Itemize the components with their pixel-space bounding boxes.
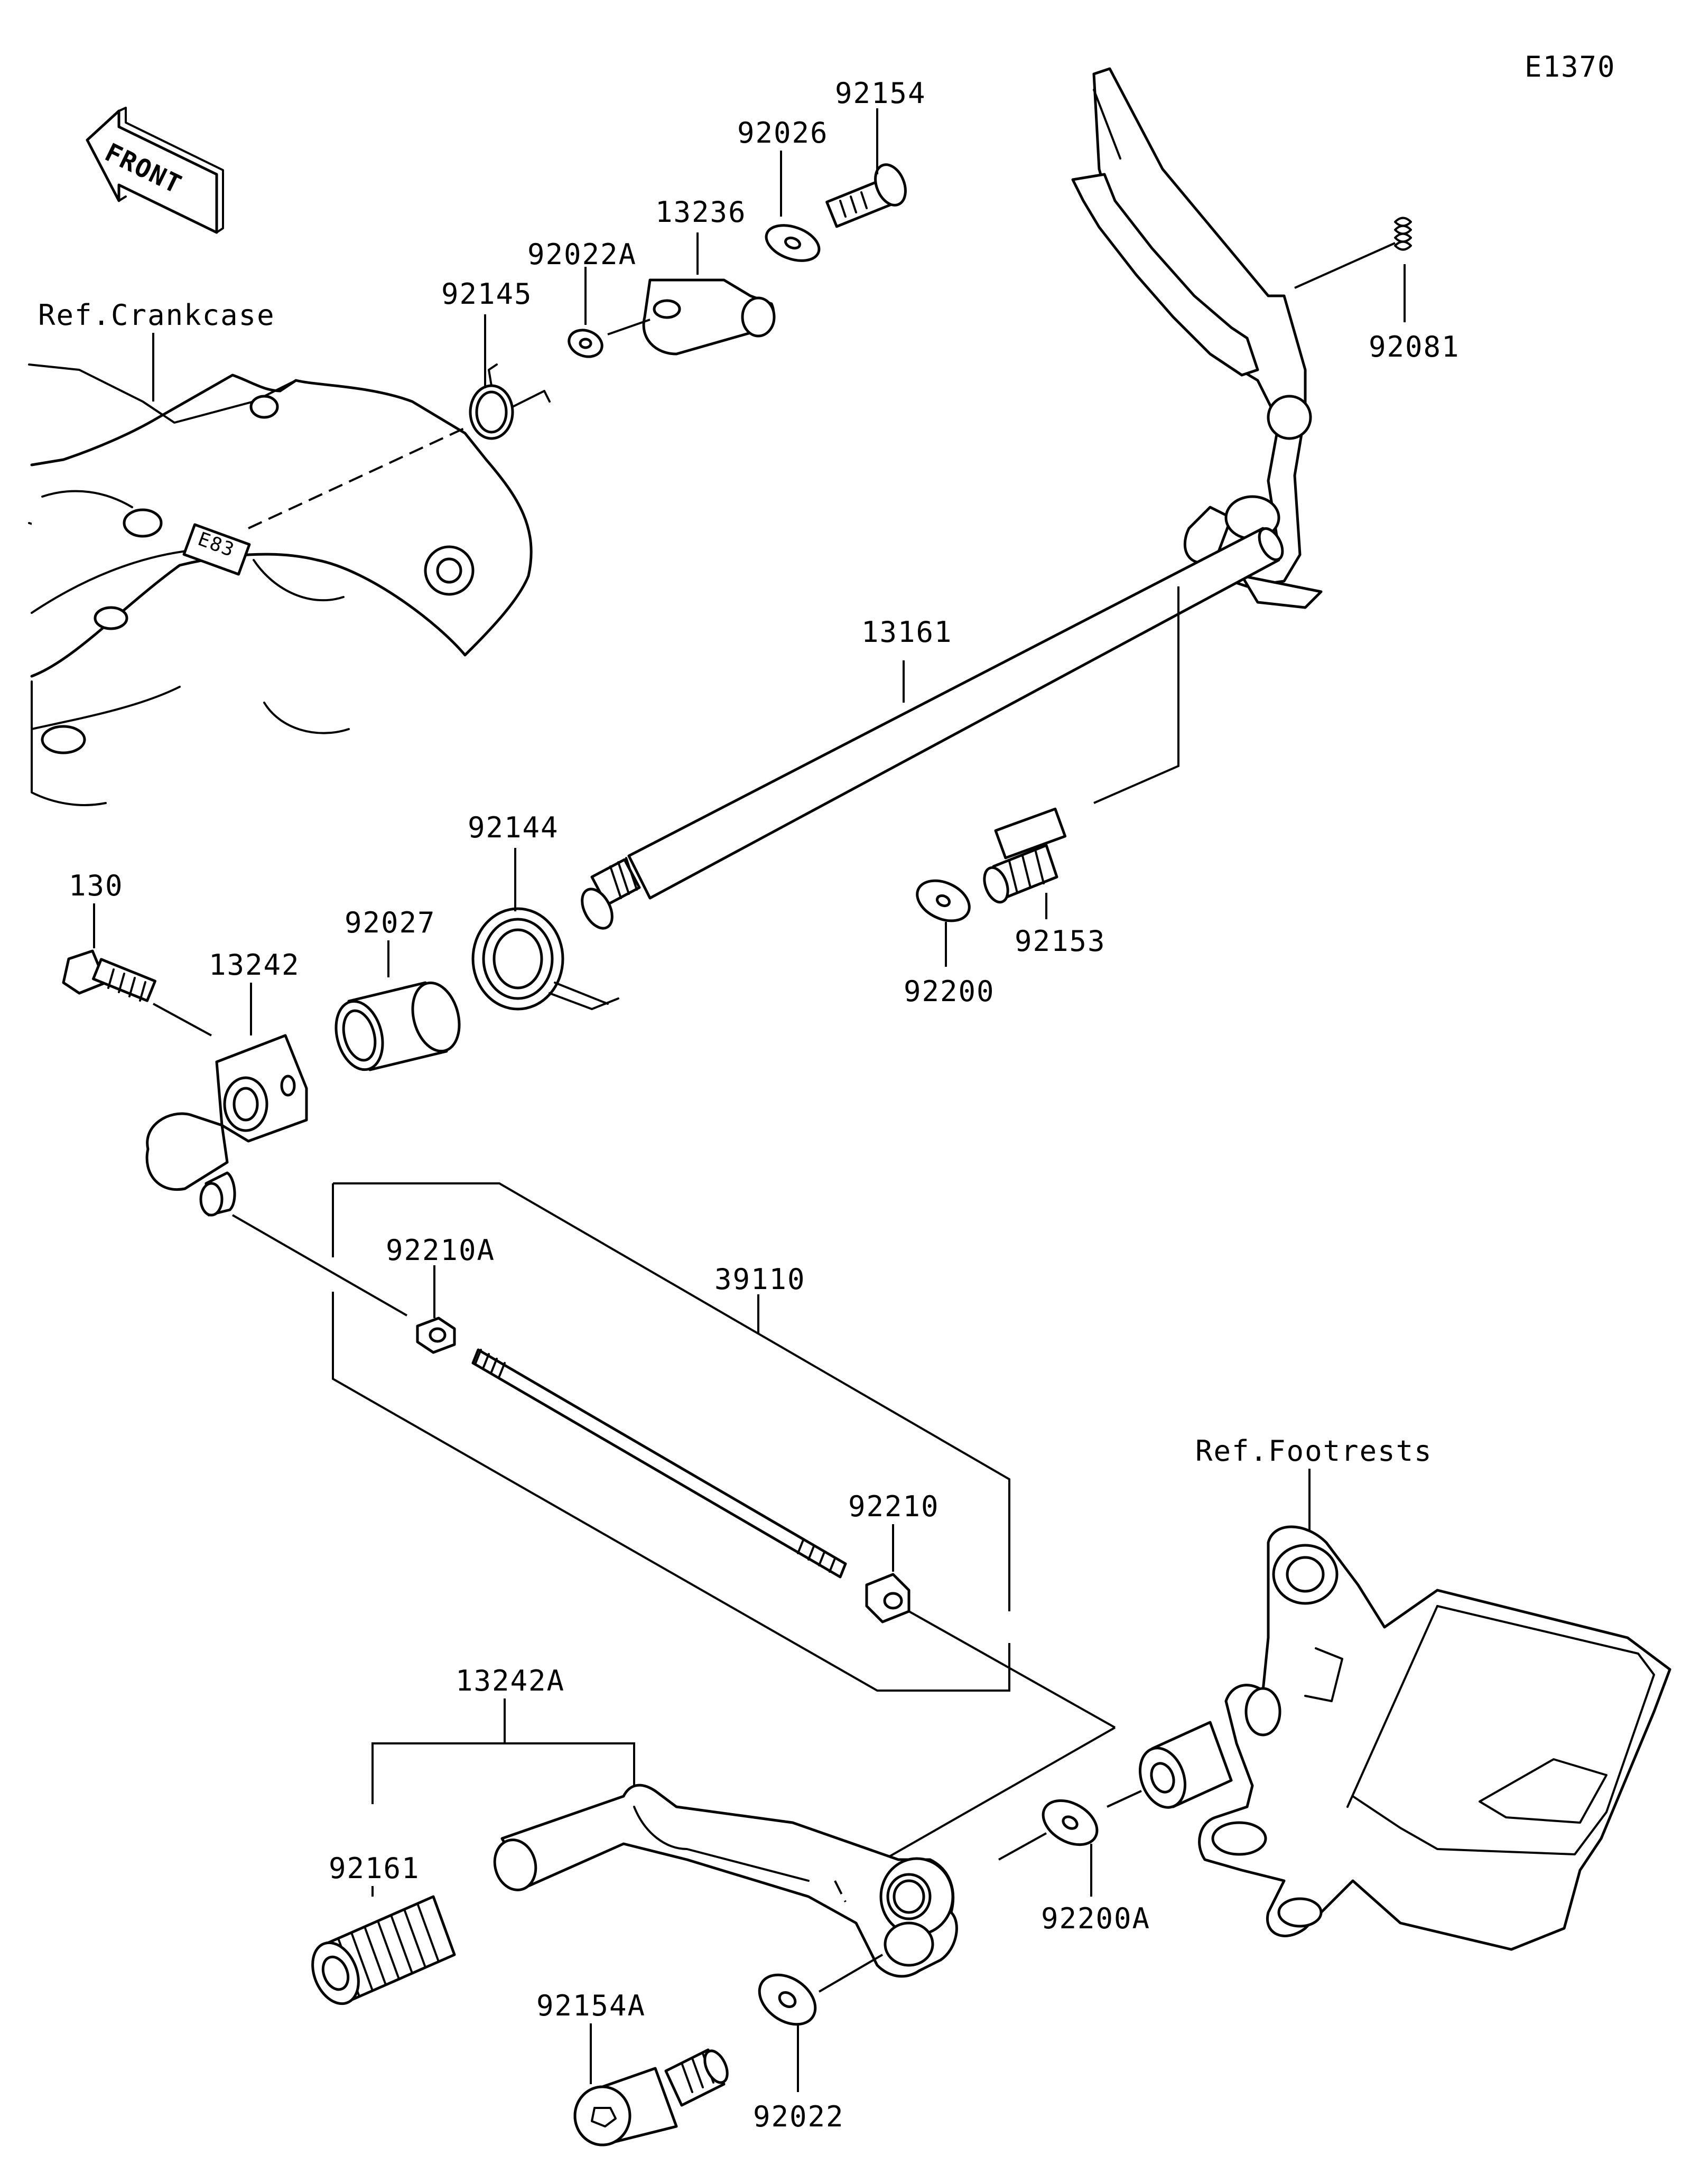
collar-92027 <box>335 940 461 1071</box>
tie-rod-39110 <box>332 1182 1116 1877</box>
crankcase-ref-label: Ref.Crankcase <box>38 298 275 332</box>
footrests-ref-label: Ref.Footrests <box>1195 1434 1433 1468</box>
front-arrow-icon: FRONT <box>86 107 224 234</box>
label-92027: 92027 <box>345 906 436 939</box>
label-92022: 92022 <box>753 2100 844 2133</box>
label-92145: 92145 <box>441 277 533 311</box>
label-92144: 92144 <box>468 811 559 844</box>
washer-92026 <box>765 151 821 262</box>
label-92026: 92026 <box>737 116 829 150</box>
washer-92200A <box>998 1799 1099 1897</box>
crankcase-reference: E83 <box>28 363 533 806</box>
label-92154A: 92154A <box>536 1989 646 2022</box>
label-92200: 92200 <box>904 975 995 1008</box>
washer-92022 <box>758 1954 884 2092</box>
washer-92200 <box>916 879 971 967</box>
label-13242: 13242 <box>209 948 300 982</box>
label-92022A: 92022A <box>527 238 637 271</box>
shift-pedal-13242A <box>371 1698 958 1978</box>
label-92210: 92210 <box>848 1490 940 1523</box>
rubber-92161 <box>311 1796 456 2005</box>
label-92081: 92081 <box>1369 330 1460 363</box>
footrest-reference <box>1198 1469 1671 1951</box>
shift-shaft-13161 <box>581 527 1284 930</box>
spring-92145 <box>469 314 551 440</box>
label-92210A: 92210A <box>386 1234 495 1267</box>
label-39110: 39110 <box>714 1263 806 1296</box>
label-13161: 13161 <box>861 615 953 649</box>
label-92154: 92154 <box>835 77 926 110</box>
clamp-13242 <box>145 983 407 1317</box>
spring-92144 <box>471 848 619 1011</box>
bolt-92154 <box>825 108 907 228</box>
diagram-code: E1370 <box>1525 50 1616 83</box>
label-130: 130 <box>69 869 124 902</box>
shift-arm <box>1071 67 1323 609</box>
label-92161: 92161 <box>329 1852 420 1885</box>
washer-92022A <box>568 267 651 358</box>
label-92200A: 92200A <box>1041 1902 1150 1935</box>
link-13236 <box>642 232 776 356</box>
label-13242A: 13242A <box>456 1664 565 1697</box>
label-13236: 13236 <box>655 195 747 229</box>
pin-92153 <box>983 586 1179 919</box>
bolt-92154A <box>573 2023 729 2146</box>
collar-footrest <box>1107 1721 1233 1809</box>
bolt-130 <box>62 903 212 1037</box>
label-92153: 92153 <box>1015 925 1106 958</box>
spring-92081 <box>1294 217 1412 322</box>
